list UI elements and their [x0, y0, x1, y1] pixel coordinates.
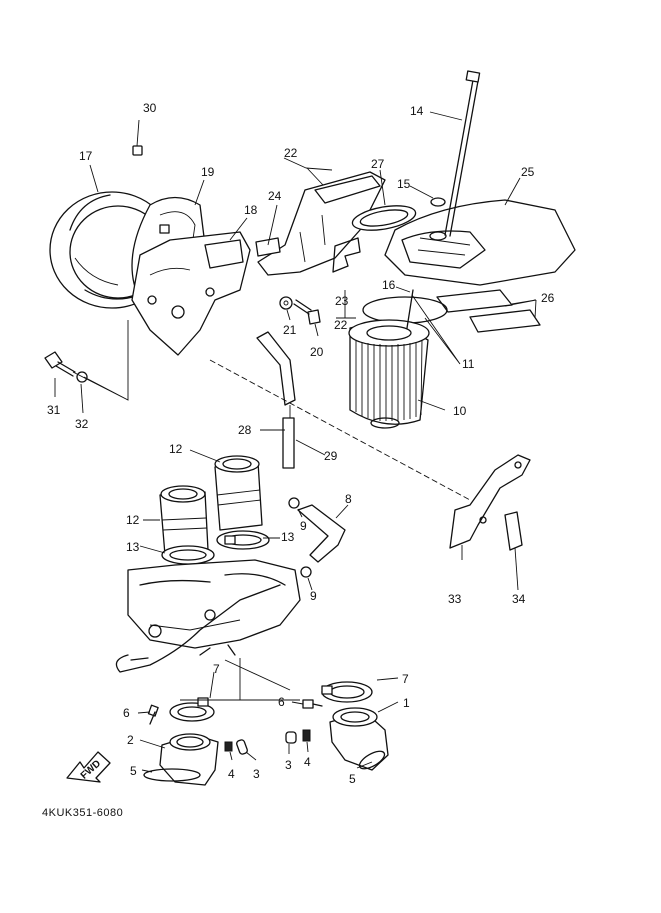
part-bolt-31 [44, 351, 76, 377]
part-washer-21 [279, 296, 293, 310]
callout-2: 2 [127, 733, 134, 747]
callout-9a: 9 [300, 519, 307, 533]
callout-6b: 6 [278, 695, 285, 709]
callout-3a: 3 [253, 767, 260, 781]
part-clip-9a [288, 497, 300, 509]
part-screw-6a [147, 704, 159, 725]
part-hose-8 [297, 504, 346, 563]
callout-32: 32 [75, 417, 89, 431]
callout-27: 27 [371, 157, 385, 171]
part-intake-duct [255, 171, 386, 276]
callout-12b: 12 [126, 513, 140, 527]
callout-20: 20 [310, 345, 324, 359]
callout-34: 34 [512, 592, 526, 606]
part-pad-26a [436, 289, 513, 313]
callout-24: 24 [268, 189, 282, 203]
callout-7b: 7 [402, 672, 409, 686]
callout-30: 30 [143, 101, 157, 115]
callout-33: 33 [448, 592, 462, 606]
part-seal-27 [351, 205, 417, 231]
part-cap-3a [236, 739, 248, 755]
part-clamp-13-right [216, 530, 270, 550]
part-plate-34 [504, 511, 523, 551]
part-bracket-33 [449, 454, 531, 549]
callout-29: 29 [324, 449, 338, 463]
part-gasket-23 [332, 237, 361, 273]
callout-19: 19 [201, 165, 215, 179]
callout-13b: 13 [281, 530, 295, 544]
leader-lines [54, 111, 537, 773]
callout-5b: 5 [349, 772, 356, 786]
part-oring-11 [362, 296, 448, 324]
callout-25: 25 [521, 165, 535, 179]
callout-4a: 4 [228, 767, 235, 781]
part-clip-4a [224, 741, 233, 752]
callout-12a: 12 [169, 442, 183, 456]
part-filter-element [348, 319, 430, 429]
callout-10: 10 [453, 404, 467, 418]
part-clip-9b [300, 566, 312, 578]
callout-11: 11 [462, 357, 475, 371]
part-washer-15 [430, 197, 446, 207]
fwd-arrow-icon: FWD [66, 751, 111, 783]
callout-labels: 30 17 19 18 22 24 27 14 15 25 16 26 23 2… [47, 101, 555, 786]
part-pad-26b [469, 309, 541, 333]
part-manifold-2 [159, 733, 219, 786]
callout-18: 18 [244, 203, 258, 217]
callout-1: 1 [403, 696, 410, 710]
part-top-cover [384, 199, 576, 286]
part-carburetor-assembly [127, 559, 301, 656]
callout-26: 26 [541, 291, 555, 305]
part-long-bolt-14 [444, 70, 481, 237]
part-clamp-13-left [161, 545, 215, 565]
part-screw-20 [293, 299, 321, 325]
callout-5a: 5 [130, 764, 137, 778]
callout-28: 28 [238, 423, 252, 437]
part-cap-3b [285, 731, 297, 744]
callout-21: 21 [283, 323, 297, 337]
part-fuel-hose [115, 584, 281, 673]
part-gasket-5a [143, 768, 201, 782]
callout-8: 8 [345, 492, 352, 506]
callout-15: 15 [397, 177, 411, 191]
part-joint-12-right [214, 455, 263, 531]
callout-17: 17 [79, 149, 93, 163]
callout-23: 23 [335, 294, 349, 308]
callout-3b: 3 [285, 758, 292, 772]
callout-16: 16 [382, 278, 396, 292]
part-clamp-7-right [321, 681, 373, 703]
callout-6a: 6 [123, 706, 130, 720]
callout-31: 31 [47, 403, 61, 417]
part-air-box-body [131, 231, 251, 356]
part-clamp-7-left [169, 697, 215, 722]
part-code: 4KUK351-6080 [42, 807, 123, 819]
callout-22b: 22 [334, 318, 348, 332]
part-joint-12-left [159, 485, 209, 556]
callout-4b: 4 [304, 755, 311, 769]
callout-14: 14 [410, 104, 424, 118]
callout-7a: 7 [213, 662, 220, 676]
part-manifold-1 [329, 707, 389, 771]
part-breather-hose [256, 331, 296, 469]
callout-9b: 9 [310, 589, 317, 603]
part-clip-30 [132, 145, 143, 156]
part-screw-6b [302, 699, 323, 709]
callout-22a: 22 [284, 146, 298, 160]
callout-13a: 13 [126, 540, 140, 554]
part-clip-4b [302, 729, 311, 742]
part-nut-19 [159, 224, 170, 234]
